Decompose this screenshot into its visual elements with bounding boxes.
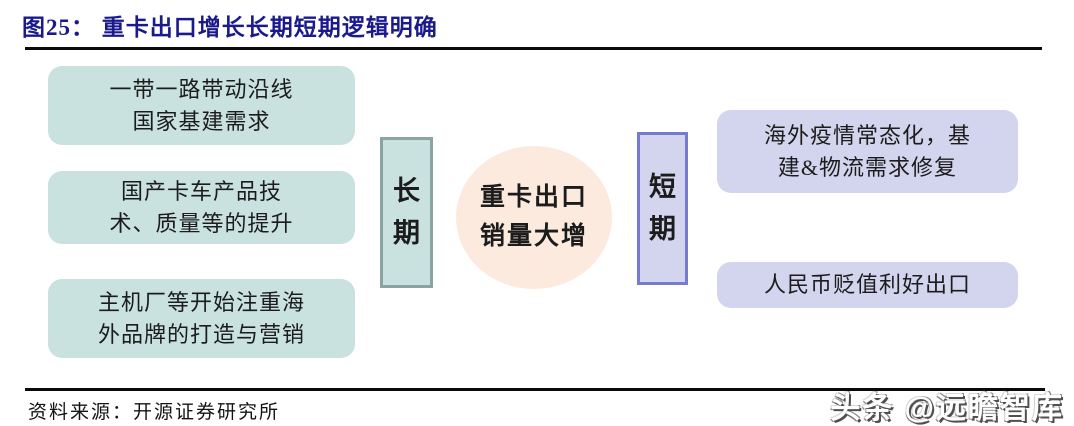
- short-term-factor-box-pandemic-recovery: 海外疫情常态化，基 建&物流需求修复: [717, 110, 1018, 193]
- short-term-factor-box-rmb-depreciation: 人民币贬值利好出口: [717, 262, 1018, 308]
- long-term-factor-text: 一带一路带动沿线 国家基建需求: [109, 76, 294, 134]
- center-conclusion-circle: 重卡出口 销量大增: [456, 146, 612, 289]
- figure-title: 图25： 重卡出口增长长期短期逻辑明确: [22, 15, 438, 40]
- long-term-factor-box-belt-road: 一带一路带动沿线 国家基建需求: [48, 66, 355, 145]
- short-term-factor-text: 海外疫情常态化，基 建&物流需求修复: [763, 122, 971, 180]
- long-term-factor-text: 国产卡车产品技 术、质量等的提升: [109, 178, 294, 236]
- long-term-label: 长期: [393, 175, 420, 248]
- long-term-factor-text: 主机厂等开始注重海 外品牌的打造与营销: [97, 289, 305, 347]
- center-conclusion-text: 重卡出口 销量大增: [479, 183, 588, 250]
- watermark-toutiao-yuanzhan: 头条 @远瞻智库: [830, 392, 1064, 425]
- short-term-factor-text: 人民币贬值利好出口: [763, 272, 971, 298]
- bottom-divider-line: [25, 388, 1045, 391]
- long-term-factor-box-brand-building: 主机厂等开始注重海 外品牌的打造与营销: [48, 279, 355, 358]
- top-divider-line: [25, 47, 1042, 50]
- long-term-label-box: 长期: [380, 137, 433, 288]
- short-term-label-box: 短期: [637, 132, 688, 285]
- short-term-label: 短期: [649, 171, 676, 244]
- source-note: 资料来源：开源证券研究所: [28, 402, 281, 423]
- long-term-factor-box-product-quality: 国产卡车产品技 术、质量等的提升: [48, 171, 355, 244]
